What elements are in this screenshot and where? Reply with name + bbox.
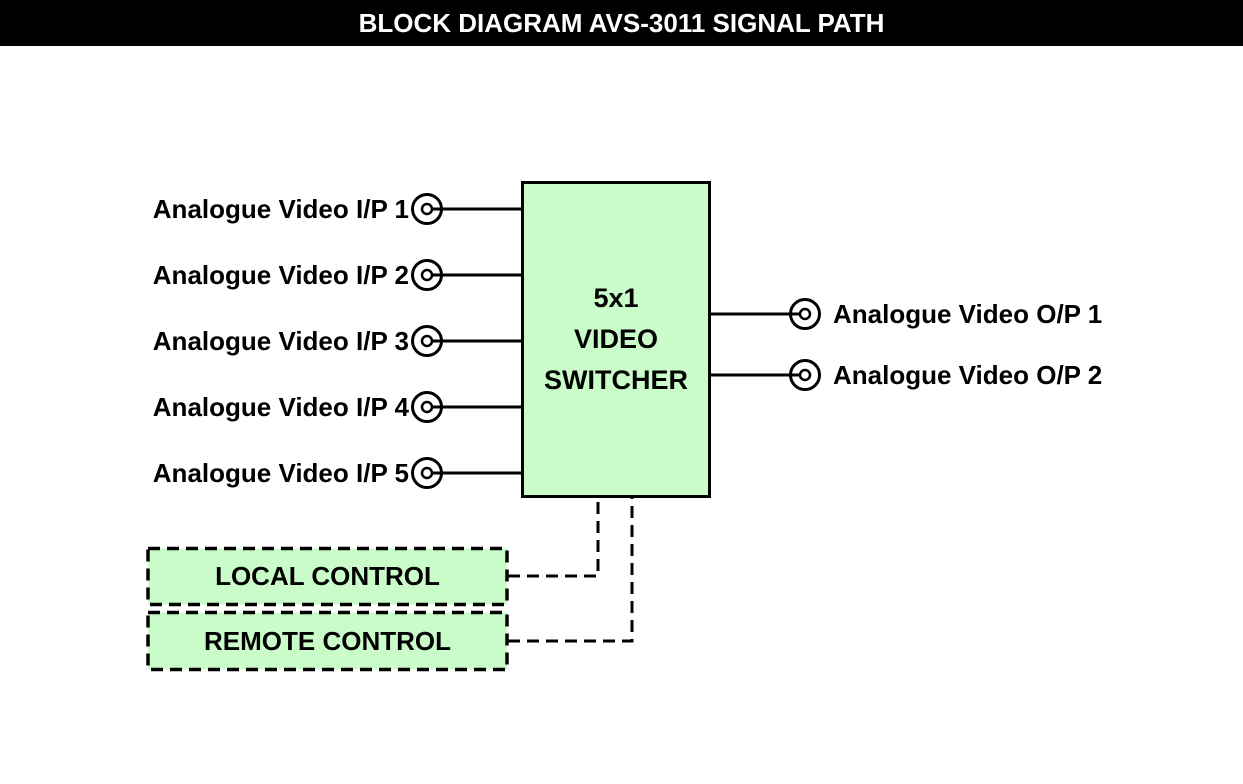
switcher-text-line2: VIDEO xyxy=(573,324,659,354)
switcher-text-line1: 5x1 xyxy=(593,283,639,313)
diagram-title: BLOCK DIAGRAM AVS-3011 SIGNAL PATH xyxy=(358,7,885,38)
input-label-3: Analogue Video I/P 3 xyxy=(152,326,409,356)
input-label-1: Analogue Video I/P 1 xyxy=(152,194,409,224)
video-switcher-block: 5x1 VIDEO SWITCHER xyxy=(521,181,711,498)
output-label-2: Analogue Video O/P 2 xyxy=(833,360,1103,390)
remote-control-box xyxy=(146,610,509,672)
input-label-5: Analogue Video I/P 5 xyxy=(152,458,409,488)
bnc-connector-icon xyxy=(411,259,443,291)
local-control-label: LOCAL CONTROL xyxy=(215,561,440,591)
remote-control-label: REMOTE CONTROL xyxy=(204,625,451,656)
local-control-dashed-link xyxy=(508,498,600,578)
input-label-2: Analogue Video I/P 2 xyxy=(152,260,409,290)
output-label-1: Analogue Video O/P 1 xyxy=(833,299,1103,329)
remote-control-dashed-link xyxy=(508,498,634,643)
local-control-box xyxy=(146,546,509,607)
input-label-4: Analogue Video I/P 4 xyxy=(152,392,409,422)
switcher-text-line3: SWITCHER xyxy=(544,365,688,395)
diagram-title-bar: BLOCK DIAGRAM AVS-3011 SIGNAL PATH xyxy=(0,0,1243,46)
